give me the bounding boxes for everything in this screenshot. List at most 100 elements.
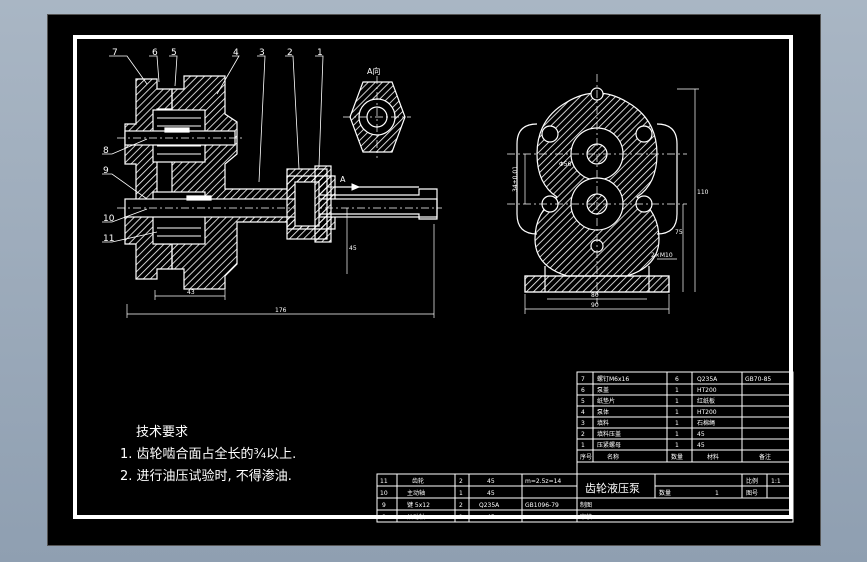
note-item: 1. 齿轮啮合面占全长的¾以上. [120,447,297,462]
part-qty: 1 [675,420,679,427]
part-material: 45 [697,431,705,438]
part-no: 11 [380,478,388,485]
section-arrow [327,183,361,191]
callout-2: 2 [287,48,293,58]
section-view [117,75,442,290]
part-name: 键 5x12 [407,501,430,509]
callout-leaders [102,55,324,243]
callout-7: 7 [112,48,118,58]
part-note: m=2.5z=14 [525,478,561,485]
parts-list-lower: 11 齿轮 2 45 m=2.5z=14 10 主动轴 1 45 9 键 5x1… [380,477,561,521]
part-material: 45 [487,478,495,485]
header-material: 材料 [707,453,719,461]
header-no: 序号 [580,453,592,461]
part-no: 2 [581,431,585,438]
callout-5: 5 [171,48,177,58]
part-material: HT200 [697,387,717,394]
dim-90: 90 [591,302,599,309]
part-material: 红纸板 [697,397,715,405]
part-material: Q235A [697,376,718,383]
part-no: 10 [380,490,388,497]
callout-3: 3 [259,48,265,58]
part-name: 主动轴 [407,489,425,497]
callout-6: 6 [152,48,158,58]
part-qty: 2 [459,502,463,509]
drawn-label: 制图 [580,501,592,509]
note-item: 2. 进行油压试验时, 不得渗油. [120,469,292,484]
part-name: 齿轮 [412,477,424,485]
part-name: 泵体 [597,408,609,416]
part-name: 填料压盖 [597,430,621,438]
callout-11: 11 [103,234,114,244]
part-qty: 1 [459,514,463,521]
cad-drawing: A 7 6 5 4 3 2 1 8 9 10 11 [102,48,794,523]
header-note: 备注 [759,453,771,461]
part-no: 8 [382,514,386,521]
part-qty: 2 [459,478,463,485]
part-qty: 1 [675,431,679,438]
callout-9: 9 [103,166,109,176]
part-no: 3 [581,420,585,427]
header-qty: 数量 [671,453,683,461]
part-no: 6 [581,387,585,394]
part-no: 7 [581,376,585,383]
side-view [507,74,687,304]
scale-value: 1:1 [771,478,781,485]
part-material: Q235A [479,502,500,509]
header-name: 名称 [607,453,619,461]
part-name: 纸垫片 [597,397,615,405]
part-name: 从动轴 [407,513,425,521]
qty-value: 1 [715,490,719,497]
part-material: 45 [487,514,495,521]
part-qty: 1 [675,387,679,394]
callout-1: 1 [317,48,323,58]
dim-43: 43 [187,289,195,296]
dim-80: 80 [591,292,599,299]
part-no: 9 [382,502,386,509]
dim-45-left: 45 [349,245,357,252]
cad-viewport[interactable]: A 7 6 5 4 3 2 1 8 9 10 11 [47,14,821,546]
part-qty: 1 [675,409,679,416]
callout-10: 10 [103,214,115,224]
part-name: 填料 [597,419,609,427]
part-note: GB70-85 [745,376,771,383]
hex-view [343,76,411,158]
drawing-title: 齿轮液压泵 [585,481,640,495]
check-label: 审核 [580,513,592,521]
part-no: 1 [581,442,585,449]
part-material: HT200 [697,409,717,416]
drawing-border [73,35,793,519]
dim-75: 75 [675,229,683,236]
technical-notes: 技术要求 1. 齿轮啮合面占全长的¾以上. 2. 进行油压试验时, 不得渗油. [120,422,296,488]
view-label-a: A向 [367,66,380,76]
callout-8: 8 [103,146,109,156]
part-name: 螺钉M6x16 [597,375,629,383]
qty-label: 数量 [659,489,671,497]
parts-list-upper: 7 螺钉M6x16 6 Q235A GB70-85 6 泵盖 1 HT200 5… [580,375,771,461]
side-dimensions [524,88,699,314]
title-block: 齿轮液压泵 比例 1:1 数量 1 图号 制图 审核 [580,477,781,521]
dim-2m10: 2×M10 [651,252,673,259]
part-no: 5 [581,398,585,405]
part-qty: 1 [675,398,679,405]
section-dimensions [126,208,435,318]
callout-4: 4 [233,48,239,58]
part-name: 泵盖 [597,386,609,394]
part-qty: 1 [675,442,679,449]
part-no: 4 [581,409,585,416]
part-name: 压紧螺母 [597,441,621,449]
dim-176: 176 [275,307,287,314]
part-qty: 6 [675,376,679,383]
sheet-label: 图号 [746,490,758,497]
section-mark-a: A [340,175,346,184]
part-material: 石棉绳 [697,419,715,427]
part-note: GB1096-79 [525,502,559,509]
scale-label: 比例 [746,477,758,485]
dim-110: 110 [697,189,709,196]
dim-phi56: Φ56 [559,161,572,168]
part-material: 45 [697,442,705,449]
notes-title: 技术要求 [136,425,189,440]
part-material: 45 [487,490,495,497]
part-qty: 1 [459,490,463,497]
parts-table [376,371,794,523]
